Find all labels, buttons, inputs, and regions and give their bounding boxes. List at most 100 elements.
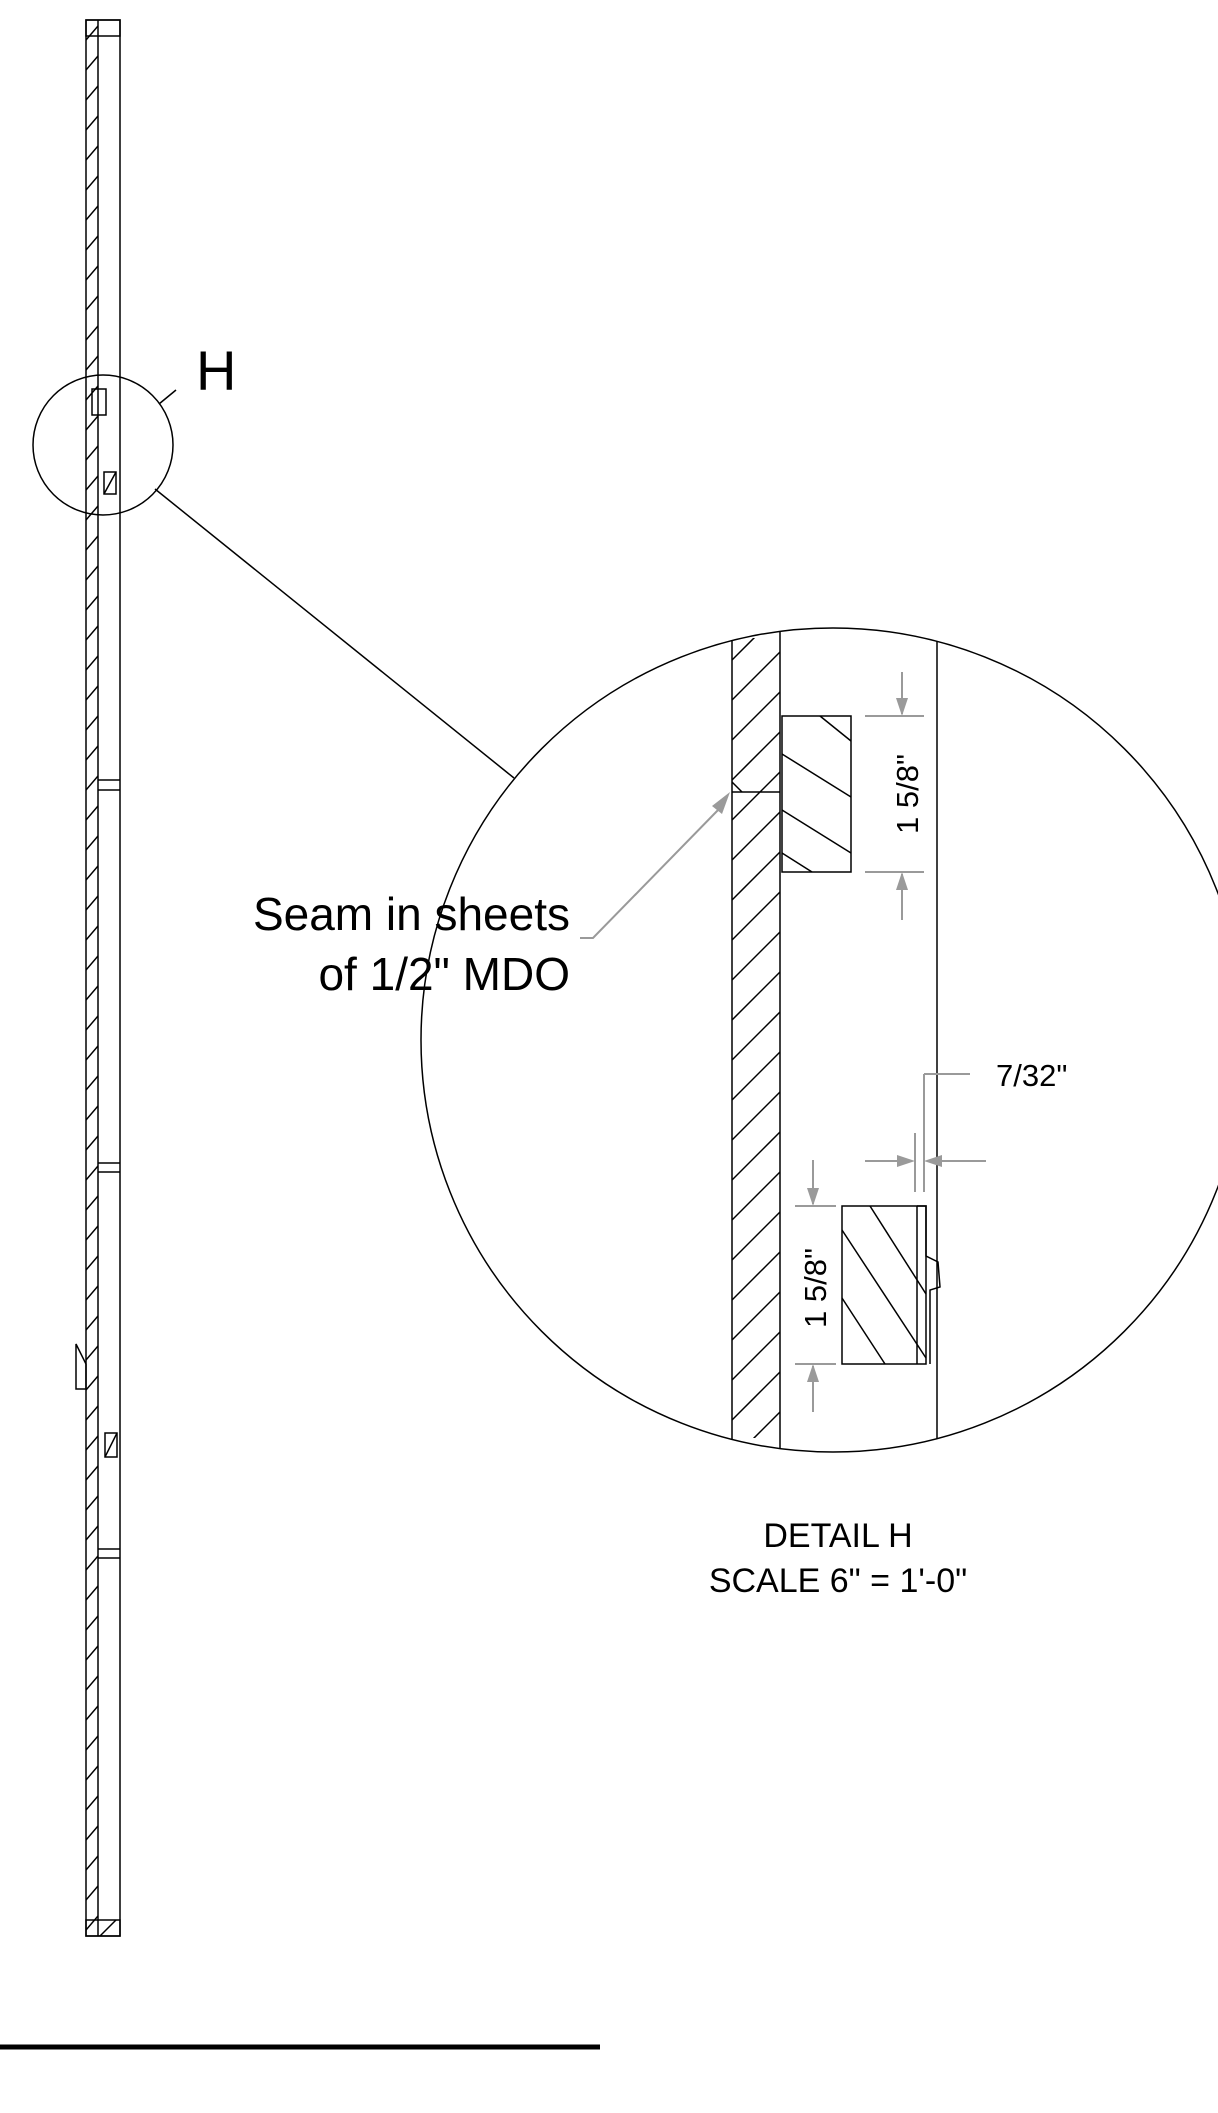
sheet-hatch-line — [86, 565, 98, 581]
detail-callout: H — [32, 339, 515, 779]
lower-block-dimension: 1 5/8" — [798, 1248, 833, 1328]
sheet-hatch-line — [86, 1345, 98, 1361]
panel-hatch — [732, 638, 780, 1438]
sheet-hatch — [86, 25, 98, 1931]
sheet-hatch-line — [86, 925, 98, 941]
sheet-hatch-line — [86, 415, 98, 431]
panel-hatch-line — [732, 891, 780, 941]
dimension-upper: 1 5/8" — [865, 672, 925, 920]
sheet-hatch-line — [86, 1615, 98, 1631]
sheet-hatch-line — [86, 55, 98, 71]
detail-title-line-1: DETAIL H — [763, 1517, 912, 1555]
sheet-hatch-line — [86, 1105, 98, 1121]
wall-outline — [85, 19, 121, 1937]
panel-hatch-line — [732, 811, 780, 861]
sheet-hatch-line — [86, 595, 98, 611]
sheet-hatch-line — [86, 1375, 98, 1391]
sheet-hatch-line — [86, 1315, 98, 1331]
sheet-hatch-line — [86, 1705, 98, 1721]
upper-block-hatch — [781, 715, 852, 873]
gap-dimension: 7/32" — [996, 1058, 1067, 1093]
panel-hatch-line — [732, 1291, 780, 1341]
sheet-hatch-line — [86, 1135, 98, 1151]
sheet-hatch-line — [86, 1825, 98, 1841]
sheet-hatch-line — [86, 1855, 98, 1871]
upper-block — [781, 715, 852, 873]
sheet-hatch-line — [86, 445, 98, 461]
sheet-hatch-line — [86, 85, 98, 101]
sheet-hatch-line — [86, 895, 98, 911]
sheet-hatch-line — [86, 355, 98, 371]
note-line-1: Seam in sheets — [253, 888, 570, 940]
dimension-lower: 1 5/8" — [795, 1160, 836, 1412]
sheet-hatch-line — [86, 1885, 98, 1901]
dimension-gap: 7/32" — [865, 1058, 1067, 1192]
callout-leader — [158, 389, 177, 405]
panel-hatch-line — [732, 1211, 780, 1261]
sheet-hatch-line — [86, 805, 98, 821]
sheet-hatch-line — [86, 1225, 98, 1241]
sheet-hatch-line — [86, 955, 98, 971]
mdo-panel — [731, 628, 781, 1452]
panel-hatch-line — [732, 931, 780, 981]
sheet-hatch-line — [86, 1495, 98, 1511]
panel-hatch-line — [732, 638, 780, 661]
panel-hatch-line — [732, 1411, 780, 1438]
panel-hatch-line — [732, 691, 780, 741]
sheet-hatch-line — [86, 1555, 98, 1571]
lower-block — [841, 1205, 927, 1365]
sheet-hatch-line — [86, 205, 98, 221]
panel-hatch-line — [732, 1051, 780, 1101]
sheet-hatch-line — [86, 1435, 98, 1451]
sheet-hatch-line — [86, 1075, 98, 1091]
sheet-hatch-line — [86, 25, 98, 41]
sheet-hatch-line — [86, 115, 98, 131]
sheet-hatch-line — [86, 1735, 98, 1751]
strip-block — [103, 471, 117, 495]
sheet-hatch-line — [86, 145, 98, 161]
strip-block — [104, 1432, 118, 1458]
sheet-hatch-line — [86, 1165, 98, 1181]
sheet-hatch-line — [86, 235, 98, 251]
strip-block — [91, 388, 107, 416]
sheet-hatch-line — [86, 1405, 98, 1421]
sheet-hatch-line — [86, 775, 98, 791]
sheet-hatch-line — [86, 865, 98, 881]
note-line-2: of 1/2" MDO — [318, 948, 570, 1000]
sheet-hatch-line — [86, 1765, 98, 1781]
sheet-hatch-line — [86, 295, 98, 311]
sheet-hatch-line — [86, 1465, 98, 1481]
sheet-hatch-line — [86, 835, 98, 851]
sheet-hatch-line — [86, 745, 98, 761]
panel-hatch-line — [732, 1091, 780, 1141]
panel-hatch-line — [732, 1371, 780, 1421]
sheet-hatch-line — [86, 685, 98, 701]
sheet-hatch-line — [86, 175, 98, 191]
panel-hatch-line — [732, 1171, 780, 1221]
sheet-hatch-line — [86, 985, 98, 1001]
panel-hatch-line — [732, 731, 780, 781]
sheet-hatch-line — [86, 625, 98, 641]
sheet-hatch-line — [86, 1255, 98, 1271]
sheet-hatch-line — [86, 1795, 98, 1811]
panel-hatch-line — [732, 1011, 780, 1061]
detail-title-line-2: SCALE 6" = 1'-0" — [709, 1562, 967, 1600]
sheet-hatch-line — [86, 715, 98, 731]
panel-hatch-line — [732, 651, 780, 701]
side-bracket — [75, 1343, 87, 1390]
panel-hatch-line — [732, 1251, 780, 1301]
section-view — [75, 19, 121, 1937]
sheet-hatch-line — [86, 1585, 98, 1601]
callout-label: H — [196, 339, 236, 402]
sheet-hatch-line — [86, 265, 98, 281]
sheet-hatch-line — [86, 1045, 98, 1061]
sheet-hatch-line — [86, 1195, 98, 1211]
detail-view — [420, 627, 1218, 1453]
edge-profile — [917, 1205, 941, 1364]
sheet-hatch-line — [86, 1675, 98, 1691]
panel-hatch-line — [732, 971, 780, 1021]
panel-hatch-line — [732, 1131, 780, 1181]
note-leader-arrow — [712, 792, 730, 814]
lower-block-hatch — [841, 1205, 927, 1365]
sheet-hatch-line — [86, 505, 98, 521]
